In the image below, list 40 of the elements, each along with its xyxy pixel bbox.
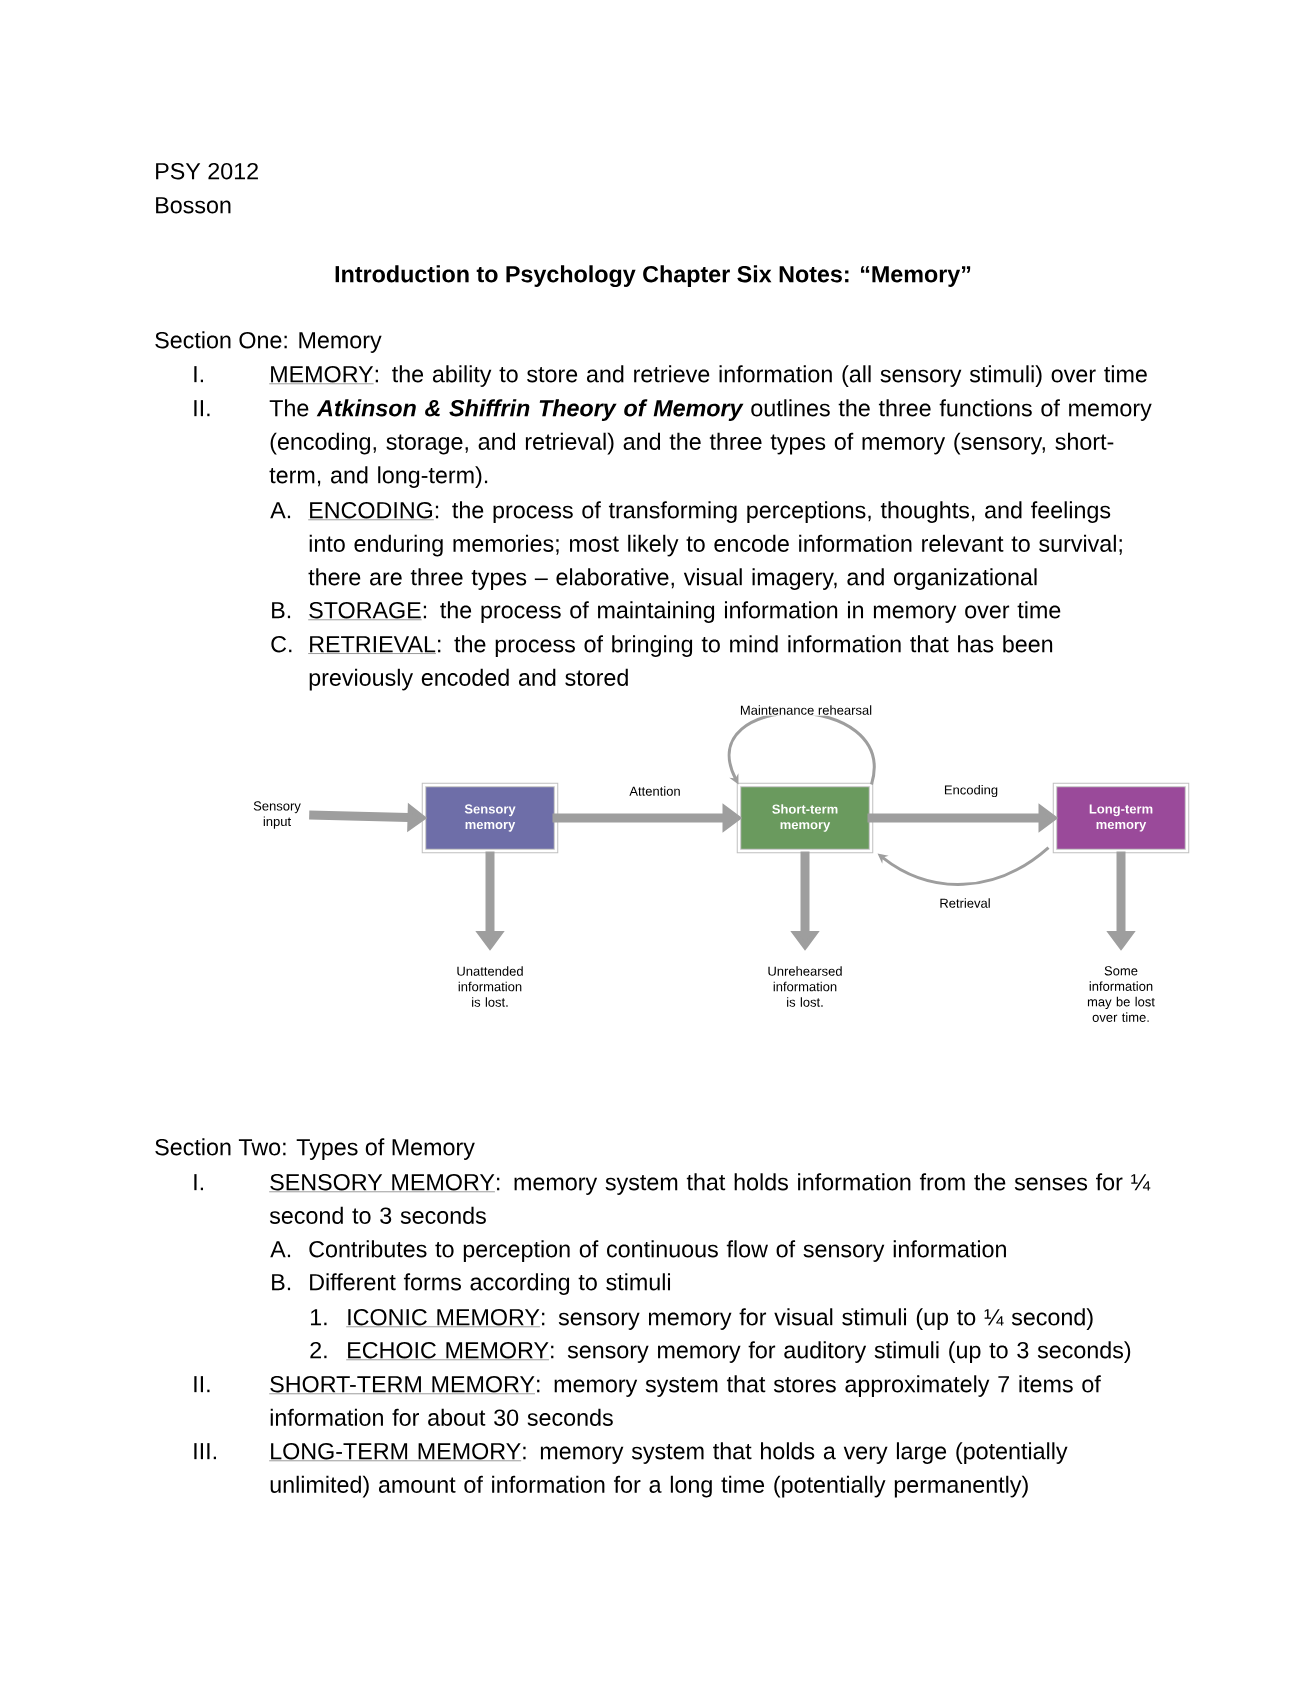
list-marker: II. (194, 1376, 210, 1393)
list-item-text: Contributes to perception of continuous flow of sensory information (309, 1240, 1006, 1262)
list-marker: B. (272, 1274, 291, 1291)
list-item-text: MEMORY: the ability to store and retrieve information (all sensory stimuli) over time (269, 365, 1147, 387)
section-heading: Section One: Memory (155, 331, 382, 353)
list-item-text: SENSORY MEMORY: memory system that holds information from the senses for ¼ second to 3 seconds (269, 1173, 1151, 1224)
list-marker: A. (270, 502, 291, 519)
list-marker: 2. (310, 1341, 327, 1359)
list-marker: II. (194, 400, 210, 417)
outcome-label: Some information may be lost over time. (1087, 966, 1155, 1022)
memory-box: Sensory memory (421, 782, 559, 854)
header-text: PSY 2012 (156, 162, 258, 180)
list-item-text: SHORT-TERM MEMORY: memory system that stores approximately 7 items of information for about 30 seconds (269, 1375, 1101, 1426)
outcome-label: Unattended information is lost. (457, 966, 523, 1007)
list-item-text: LONG-TERM MEMORY: memory system that holds a very large (potentially unlimited) amount of information for a long time (potentially permanently) (269, 1442, 1068, 1498)
input-label: Sensory input (253, 801, 301, 829)
list-marker: 1. (310, 1309, 327, 1326)
list-item-text: The Atkinson & Shiffrin Theory of Memory outlines the three functions of memory (encoding, storage, and retrieval) and the three types of memory (sensory, short-term, and long-term). (269, 399, 1152, 488)
edge-label: Attention (628, 785, 682, 797)
outcome-label: Unrehearsed information is lost. (768, 966, 842, 1007)
list-item-text: ICONIC MEMORY: sensory memory for visual stimuli (up to ¼ second) (346, 1308, 1093, 1330)
list-item-text: ENCODING : the process of transforming perceptions, thoughts, and feelings into enduring memories; most likely to encode information relevant to survival; there are three types – elaborative, visual imagery, and organizational (308, 501, 1122, 590)
list-marker: C. (271, 635, 292, 653)
list-item-text: ECHOIC MEMORY: sensory memory for auditory stimuli (up to 3 seconds) (346, 1341, 1131, 1363)
list-item-text: Different forms according to stimuli (310, 1273, 670, 1295)
list-marker: III. (194, 1443, 216, 1460)
list-marker: I. (194, 1174, 203, 1191)
list-marker: A. (270, 1241, 291, 1258)
memory-box: Long-term memory (1052, 782, 1190, 854)
list-item-text: STORAGE: the process of maintaining information in memory over time (308, 601, 1061, 623)
memory-box: Short-term memory (736, 782, 874, 854)
list-marker: I. (194, 366, 203, 383)
list-marker: B. (272, 602, 291, 619)
section-heading: Section Two: Types of Memory (155, 1138, 475, 1160)
edge-label: Maintenance rehearsal (738, 704, 874, 716)
header-text: Bosson (156, 197, 231, 214)
edge-label: Retrieval (938, 897, 992, 909)
title: Introduction to Psychology Chapter Six Notes: “Memory” (335, 265, 971, 288)
edge-label: Encoding (942, 783, 1000, 799)
list-item-text: RETRIEVAL: the process of bringing to mind information that has been previously encoded and stored (308, 635, 1053, 691)
